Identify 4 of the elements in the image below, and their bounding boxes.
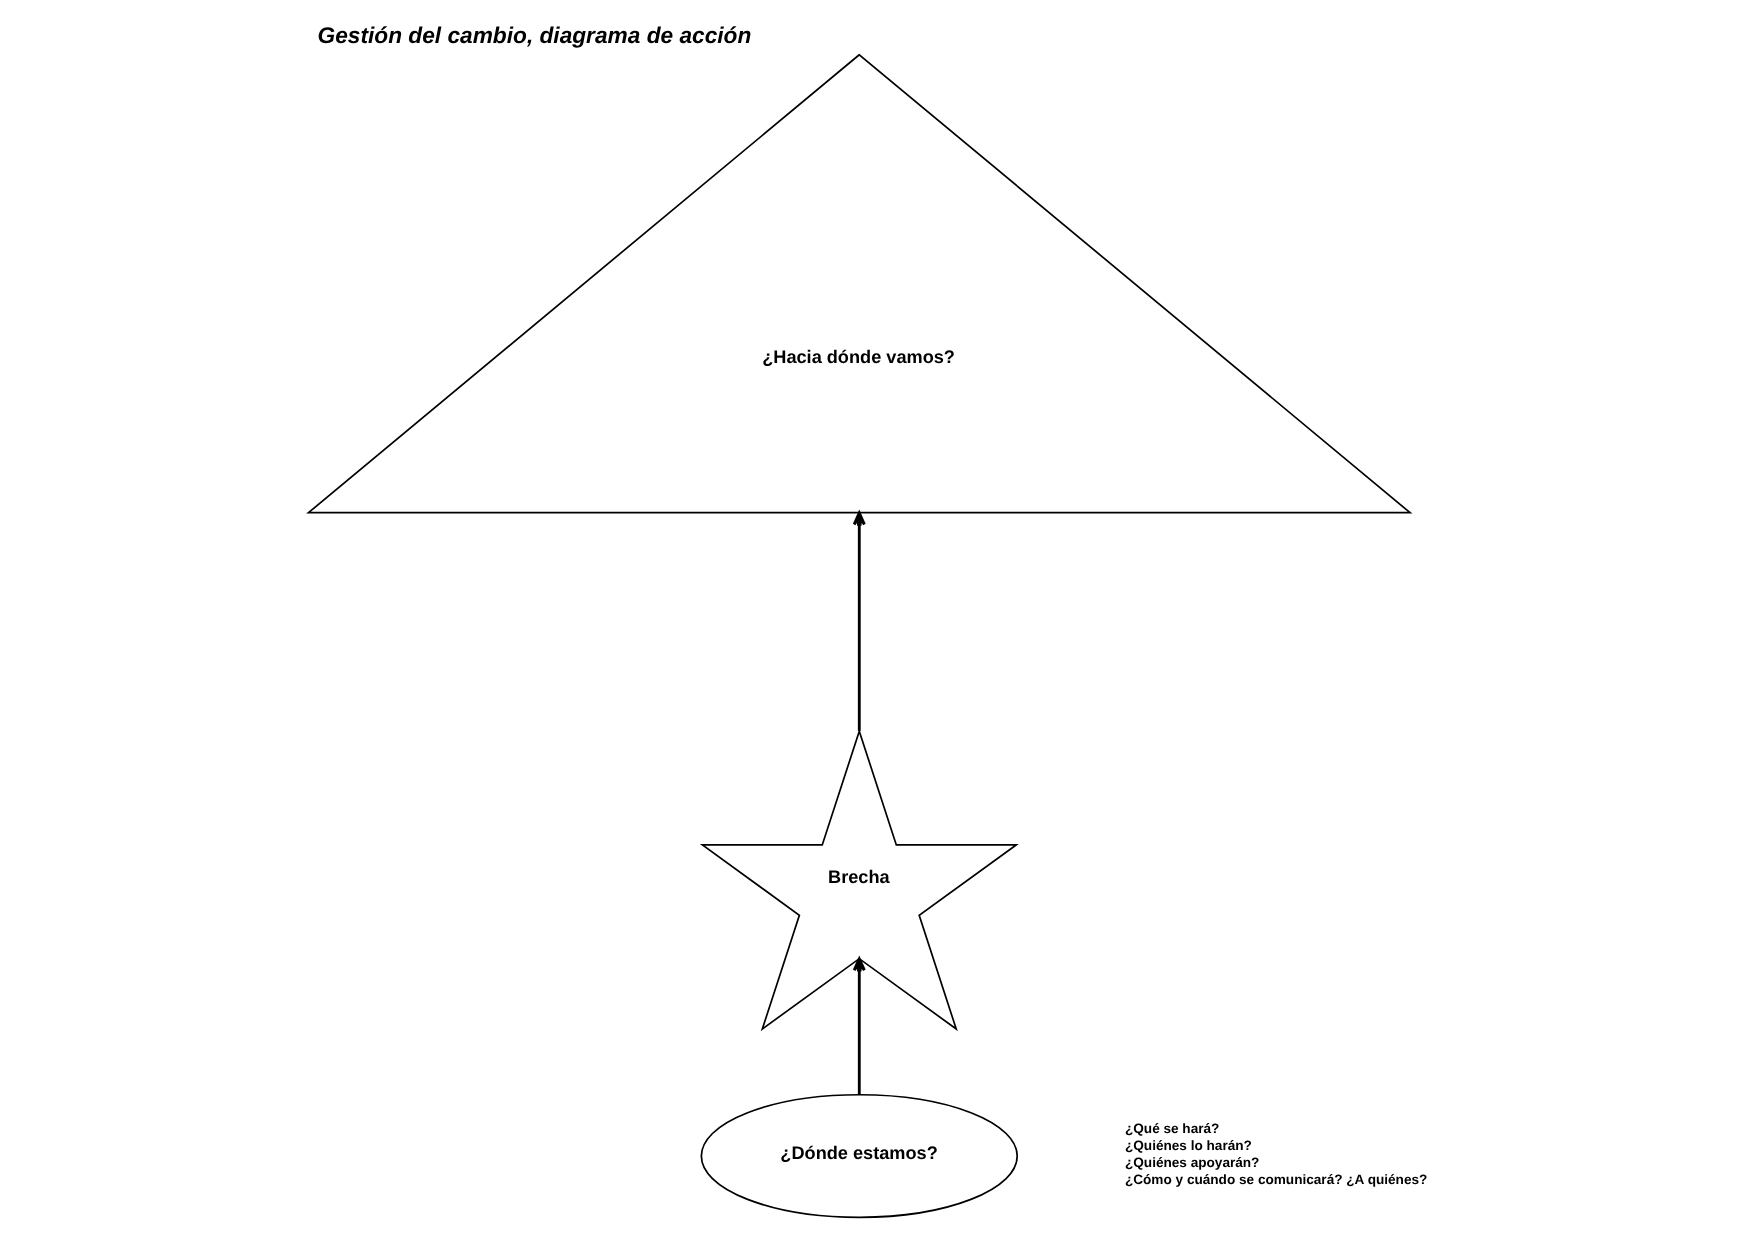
node-ellipse: ¿Dónde estamos? — [700, 1093, 1019, 1219]
diagram-title: Gestión del cambio, diagrama de acción — [317, 24, 752, 49]
arrow — [852, 511, 866, 731]
arrow — [852, 957, 866, 1095]
